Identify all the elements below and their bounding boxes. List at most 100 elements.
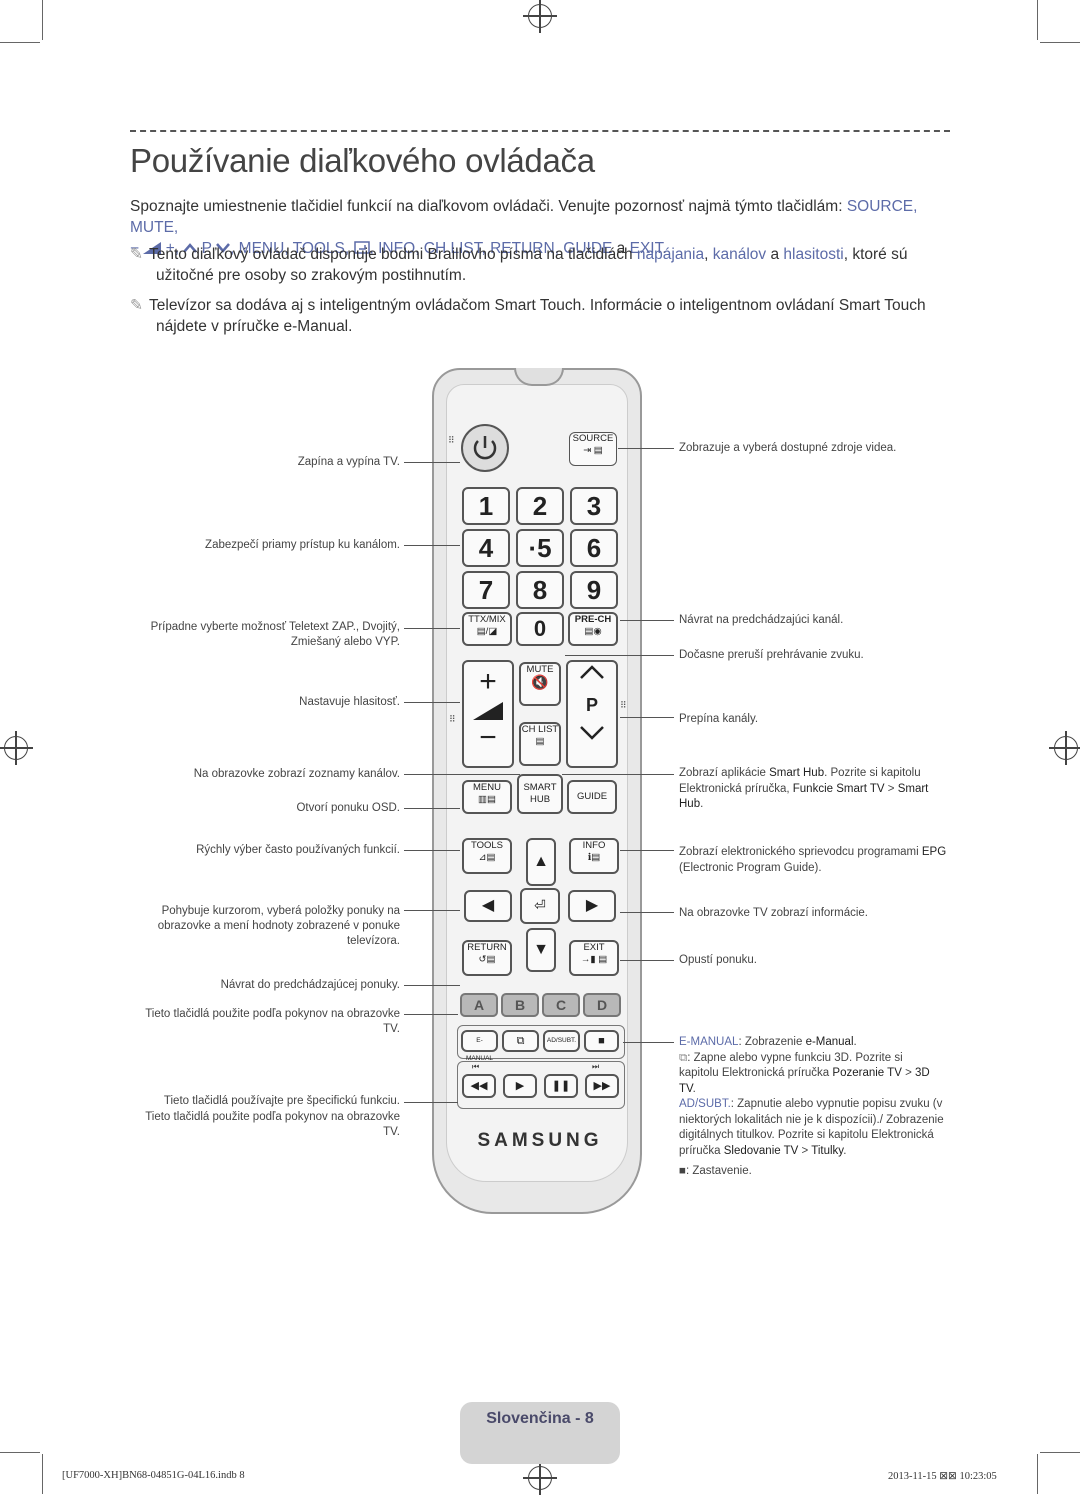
- e-manual-button[interactable]: E-MANUAL: [461, 1030, 498, 1062]
- ch-list-icon: ▤: [535, 736, 545, 747]
- pre-ch-button[interactable]: PRE-CH▤◉: [568, 612, 618, 646]
- label-exit: Opustí ponuku.: [679, 954, 757, 966]
- samsung-logo: SAMSUNG: [477, 1130, 603, 1151]
- intro-highlight: SOURCE, MUTE,: [130, 198, 918, 236]
- label-direct-access: Zabezpečí priamy prístup ku kanálom.: [205, 539, 400, 551]
- label-ch-list: Na obrazovke zobrazí zoznamy kanálov.: [193, 768, 400, 780]
- label-guide: Zobrazí elektronického sprievodcu progra…: [679, 846, 947, 874]
- mute-button[interactable]: MUTE🔇: [519, 662, 561, 706]
- crop-mark: [1040, 1452, 1080, 1453]
- digit-button[interactable]: 3: [570, 487, 618, 525]
- volume-icon: [143, 242, 162, 254]
- play-button[interactable]: ▶: [503, 1074, 537, 1098]
- intro-paragraph: Spoznajte umiestnenie tlačidiel funkcií …: [130, 198, 918, 257]
- stop-icon: ■: [598, 1035, 605, 1047]
- digit-button[interactable]: 9: [570, 571, 618, 609]
- leader-line: [620, 960, 674, 961]
- digit-button[interactable]: 8: [516, 571, 564, 609]
- leader-line: [404, 774, 520, 775]
- leader-line: [620, 717, 674, 718]
- label-special-2: Tieto tlačidlá použite podľa pokynov na …: [145, 1111, 400, 1138]
- exit-icon: →▮ ▤: [580, 954, 608, 965]
- next-track-icon: ⏭: [592, 1062, 600, 1071]
- leader-line: [404, 628, 460, 629]
- crop-mark: [42, 0, 43, 40]
- color-key-d[interactable]: D: [583, 993, 621, 1017]
- digit-button[interactable]: 1: [462, 487, 510, 525]
- volume-down-icon: −: [479, 721, 497, 754]
- digit-button[interactable]: ·5: [516, 529, 564, 567]
- return-button[interactable]: RETURN↺▤: [462, 940, 512, 976]
- leader-line: [404, 910, 460, 911]
- power-button[interactable]: [461, 424, 509, 472]
- registration-mark-icon: [523, 0, 557, 33]
- volume-level-icon: [473, 702, 503, 720]
- 3d-button[interactable]: ⧉: [502, 1030, 539, 1052]
- channel-rocker[interactable]: P: [566, 660, 618, 768]
- color-key-b[interactable]: B: [501, 993, 539, 1017]
- digit-button[interactable]: 4: [462, 529, 510, 567]
- label-tools: Rýchly výber často používaných funkcií.: [196, 844, 400, 856]
- chevron-down-icon: [216, 243, 230, 253]
- source-icon: ⇥ ▤: [583, 445, 603, 456]
- ad-subt-button[interactable]: AD/SUBT.: [543, 1030, 580, 1052]
- crop-mark: [1037, 1454, 1038, 1494]
- leader-line: [404, 545, 460, 546]
- note-braille: ✎Tento diaľkový ovládač disponuje bodmi …: [130, 246, 908, 284]
- enter-button[interactable]: ⏎: [520, 888, 560, 924]
- info-icon: ℹ▤: [587, 852, 601, 863]
- fast-forward-icon: ▶▶: [593, 1080, 611, 1092]
- print-timestamp: 2013-11-15 ⊠⊠ 10:23:05: [888, 1471, 997, 1482]
- enter-icon: [353, 241, 370, 254]
- tools-icon: ⊿▤: [478, 852, 496, 863]
- leader-line: [620, 620, 674, 621]
- ttx-mix-button[interactable]: TTX/MIX▤/◪: [462, 612, 512, 646]
- menu-icon: ▥▤: [478, 794, 496, 805]
- leader-line: [404, 1102, 458, 1103]
- digit-0-button[interactable]: 0: [516, 612, 564, 646]
- registration-mark-icon: [0, 731, 33, 765]
- left-arrow-button[interactable]: ◀: [464, 890, 512, 922]
- guide-button[interactable]: GUIDE: [567, 780, 617, 814]
- leader-line: [404, 462, 460, 463]
- digit-button[interactable]: 7: [462, 571, 510, 609]
- intro-text: Spoznajte umiestnenie tlačidiel funkcií …: [130, 198, 847, 215]
- page-title: Používanie diaľkového ovládača: [130, 142, 595, 179]
- color-key-c[interactable]: C: [542, 993, 580, 1017]
- crop-mark: [42, 1454, 43, 1494]
- leader-line: [618, 448, 674, 449]
- source-button[interactable]: SOURCE⇥ ▤: [569, 432, 617, 466]
- exit-button[interactable]: EXIT→▮ ▤: [569, 940, 619, 976]
- leader-line: [404, 850, 460, 851]
- 3d-icon: ⧉: [679, 1051, 688, 1064]
- teletext-icon: ▤/◪: [476, 626, 498, 637]
- rewind-icon: ◀◀: [470, 1080, 488, 1092]
- prech-icon: ▤◉: [584, 626, 602, 637]
- down-arrow-button[interactable]: ▼: [526, 928, 556, 972]
- tools-button[interactable]: TOOLS⊿▤: [462, 838, 512, 874]
- label-special-1: Tieto tlačidlá používajte pre špecifickú…: [163, 1095, 400, 1107]
- leader-line: [565, 655, 674, 656]
- label-return: Návrat do predchádzajúcej ponuky.: [220, 979, 400, 991]
- volume-rocker[interactable]: + −: [462, 660, 514, 768]
- menu-button[interactable]: MENU▥▤: [462, 780, 512, 814]
- stop-button[interactable]: ■: [584, 1030, 619, 1052]
- label-volume: Nastavuje hlasitosť.: [299, 696, 400, 708]
- rewind-button[interactable]: ◀◀: [462, 1074, 496, 1098]
- right-arrow-button[interactable]: ▶: [568, 890, 616, 922]
- color-key-a[interactable]: A: [460, 993, 498, 1017]
- digit-button[interactable]: 2: [516, 487, 564, 525]
- digit-button[interactable]: 6: [570, 529, 618, 567]
- crop-mark: [0, 1452, 40, 1453]
- volume-up-icon: +: [479, 665, 497, 698]
- pause-button[interactable]: ❚❚: [544, 1074, 578, 1098]
- leader-line: [404, 985, 460, 986]
- ch-list-button[interactable]: CH LIST▤: [519, 722, 561, 766]
- fast-forward-button[interactable]: ▶▶: [585, 1074, 619, 1098]
- crop-mark: [1040, 42, 1080, 43]
- stop-icon: ■: [679, 1165, 686, 1177]
- note-icon: ✎: [130, 246, 143, 263]
- up-arrow-button[interactable]: ▲: [526, 838, 556, 886]
